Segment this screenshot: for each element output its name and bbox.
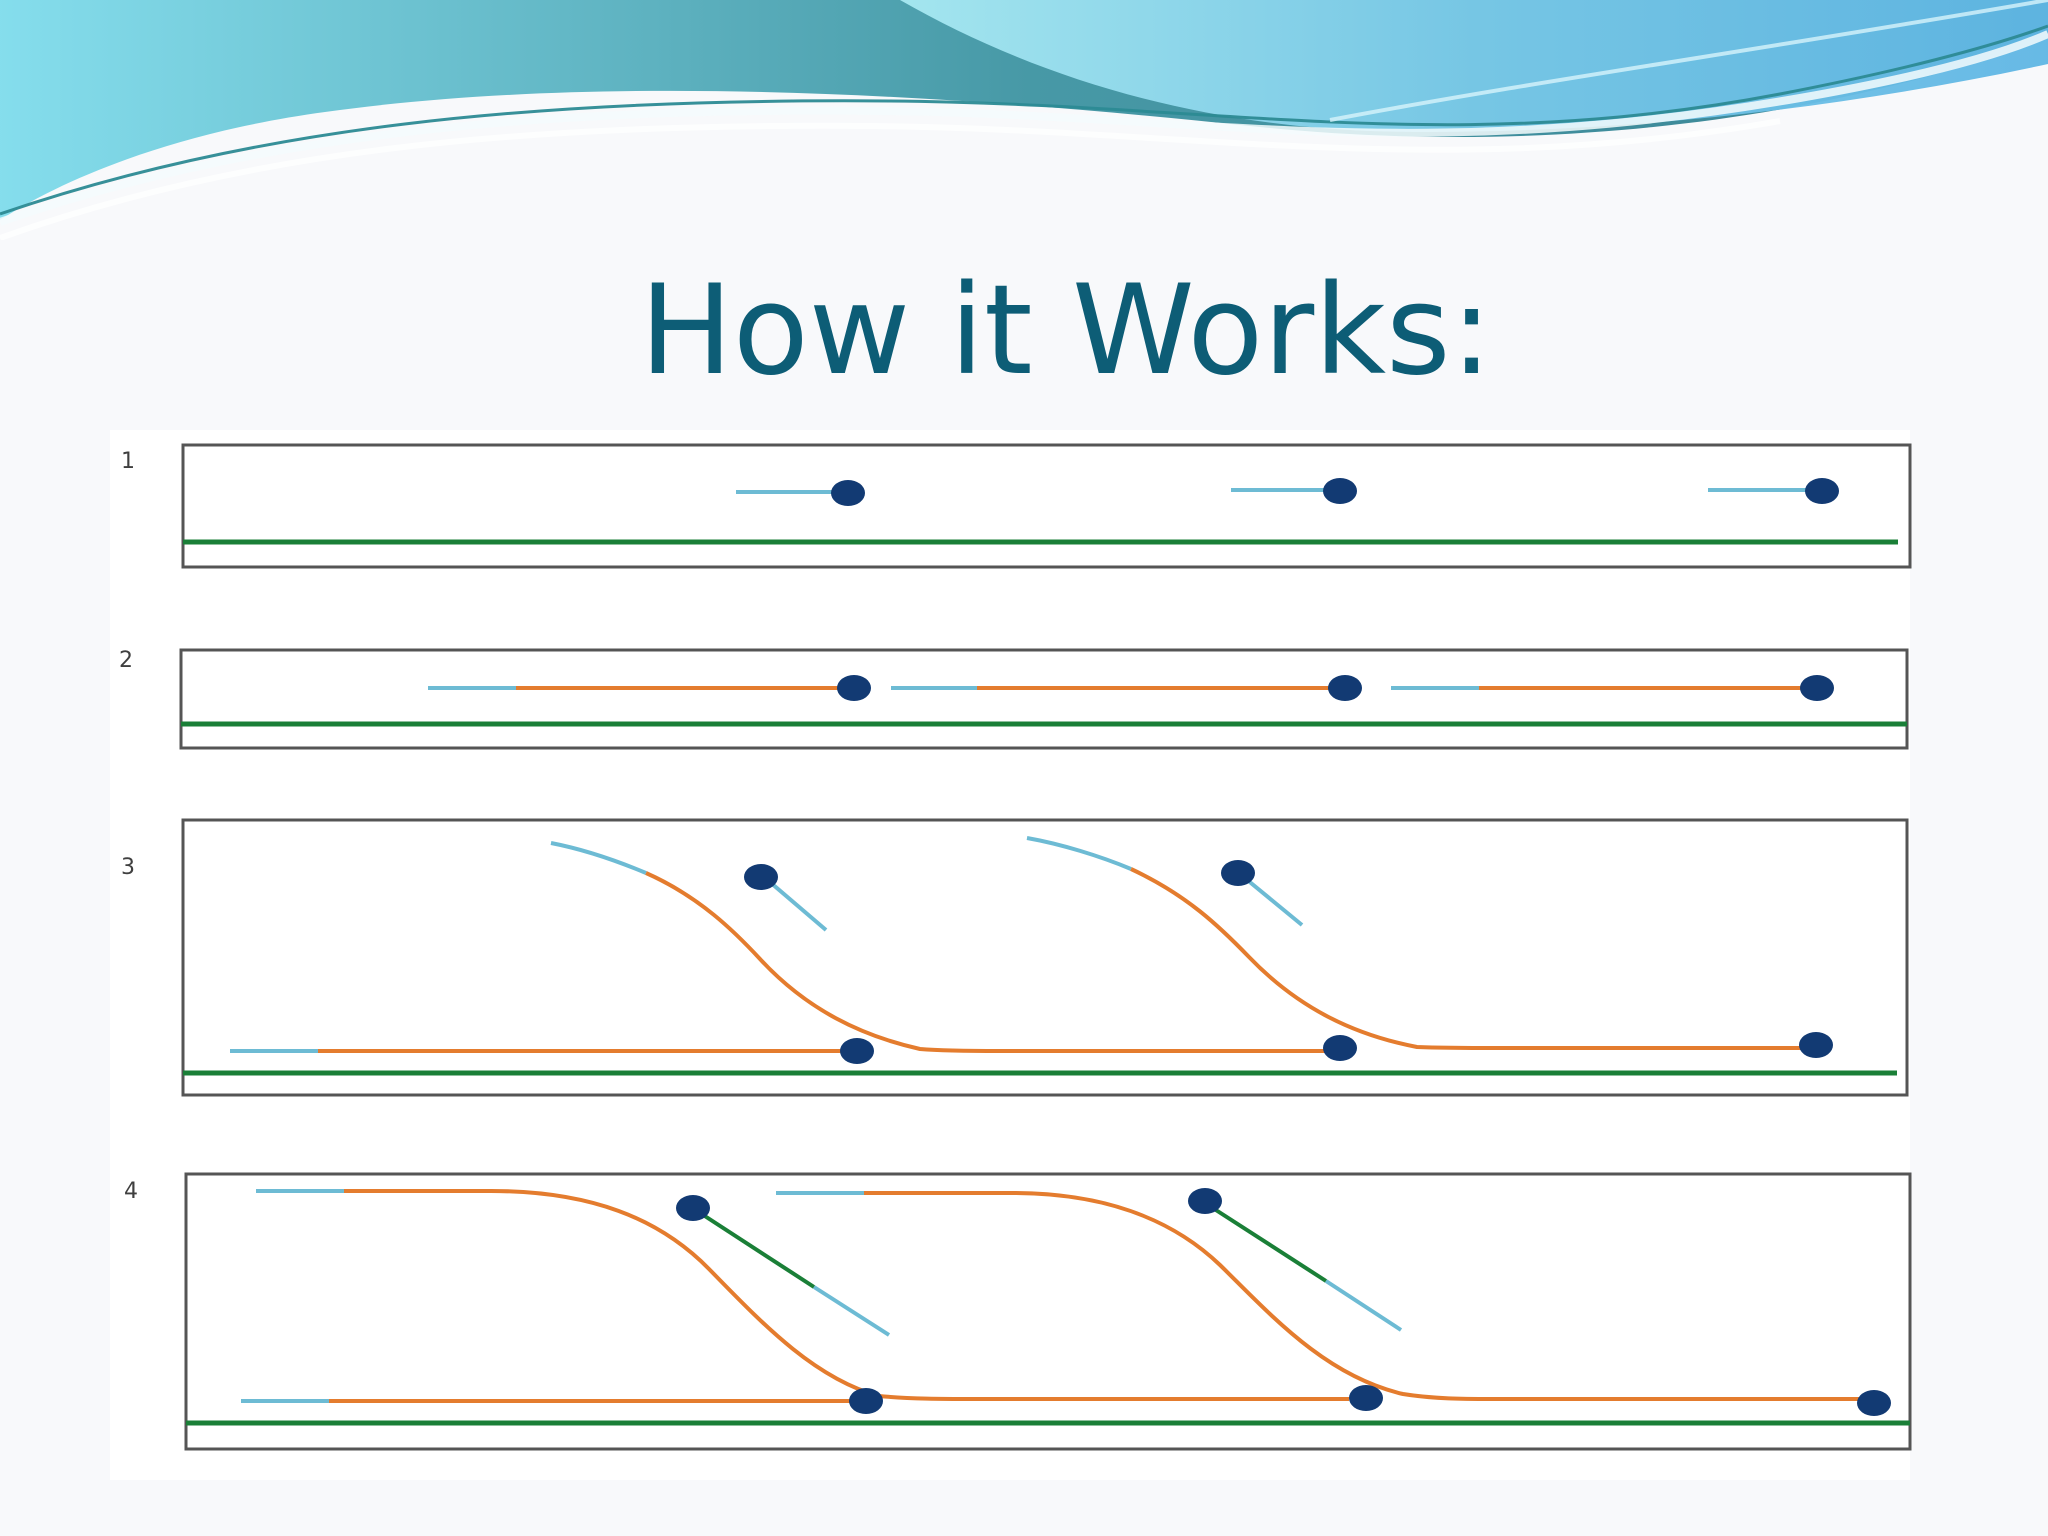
okazaki-fragment-2 — [891, 675, 1362, 701]
displaced-dna-strand — [344, 1189, 1349, 1401]
polymerase-bead-icon — [1349, 1385, 1383, 1411]
panel-border-4 — [184, 1172, 1912, 1451]
displaced-dna-strand — [645, 871, 1327, 1053]
panel-1: 1 — [121, 443, 1912, 569]
rna-primer-curve — [1026, 836, 1132, 871]
lower-fragment-1 — [230, 1038, 874, 1064]
ligated-primer-2 — [1188, 1188, 1403, 1332]
lower-fragment-4 — [241, 1388, 883, 1414]
displaced-fragment-2 — [1026, 836, 1811, 1050]
ligated-segment — [692, 1207, 816, 1289]
primer-group-2 — [1231, 478, 1357, 504]
flap-primer-1 — [744, 864, 828, 932]
header-wave-decoration — [0, 0, 2048, 240]
panel-4: 4 — [124, 1172, 1912, 1451]
polymerase-bead-icon — [837, 675, 871, 701]
polymerase-bead-icon — [1799, 1032, 1833, 1058]
okazaki-fragment-3 — [1391, 675, 1834, 701]
rna-primer-curve — [550, 841, 647, 875]
panel-label-4: 4 — [124, 1179, 138, 1204]
polymerase-bead-icon — [831, 480, 865, 506]
displaced-dna-strand — [864, 1191, 1871, 1401]
ligated-primer-1 — [676, 1195, 891, 1337]
panel-3: 3 — [121, 818, 1909, 1097]
ligated-segment — [1203, 1201, 1328, 1283]
polymerase-bead-icon — [1188, 1188, 1222, 1214]
rna-primer-flap — [1324, 1279, 1403, 1332]
polymerase-bead-icon — [1323, 478, 1357, 504]
polymerase-bead-icon — [1805, 478, 1839, 504]
polymerase-bead-icon — [1328, 675, 1362, 701]
panel-border-1 — [181, 443, 1912, 569]
polymerase-bead-icon — [744, 864, 778, 890]
polymerase-bead-icon — [1800, 675, 1834, 701]
upper-fragment-2 — [776, 1191, 1871, 1401]
rna-primer-flap — [812, 1285, 891, 1337]
displaced-dna-strand — [1130, 867, 1811, 1050]
panel-border-2 — [179, 648, 1909, 750]
primer-group-1 — [736, 480, 865, 506]
rna-primer-flap — [762, 875, 828, 932]
polymerase-bead-icon — [1857, 1390, 1891, 1416]
rna-primer-flap — [1238, 872, 1304, 927]
displaced-fragment-1 — [550, 841, 1327, 1053]
slide-title: How it Works: — [639, 259, 1493, 403]
panel-label-3: 3 — [121, 855, 135, 880]
panel-border-3 — [181, 818, 1909, 1097]
panel-label-2: 2 — [119, 648, 133, 673]
polymerase-bead-icon — [1221, 860, 1255, 886]
polymerase-bead-icon — [849, 1388, 883, 1414]
panel-2: 2 — [119, 648, 1909, 750]
polymerase-bead-icon — [676, 1195, 710, 1221]
primer-group-3 — [1708, 478, 1839, 504]
polymerase-bead-icon — [1323, 1035, 1357, 1061]
upper-fragment-1 — [256, 1189, 1349, 1401]
flap-primer-2 — [1221, 860, 1304, 927]
okazaki-fragment-1 — [428, 675, 871, 701]
polymerase-bead-icon — [840, 1038, 874, 1064]
panel-label-1: 1 — [121, 449, 135, 474]
